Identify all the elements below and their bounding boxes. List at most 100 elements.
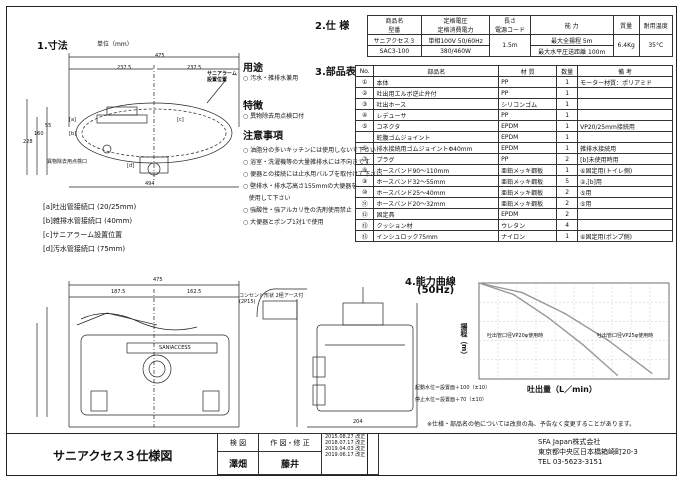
lower-dim-a: 475 (153, 277, 163, 283)
callout-a: [a] (69, 117, 76, 123)
parts-material: シリコンゴム (498, 98, 558, 110)
revision-dates: 2015.08.27 改正 2018.07.17 改正 2019.04.03 改… (321, 433, 379, 475)
unit-label: 単位（mm） (97, 41, 133, 48)
section1-title: 1.寸法 (37, 41, 68, 52)
doc-title: サニアクセス３仕様図 (53, 449, 173, 463)
note-6: ○ 強酸性・強アルカリ性の洗剤使用禁止 (243, 207, 352, 214)
performance-chart (478, 282, 670, 380)
date-2: 2018.07.17 改正 (325, 440, 366, 446)
parts-material: ナイロン (498, 230, 558, 242)
parts-qty: 1 (556, 109, 579, 121)
parts-note: ②,[b]用 (577, 175, 673, 187)
notes-title: 注意事項 (243, 131, 283, 142)
parts-note (577, 109, 673, 121)
parts-qty: 2 (556, 186, 579, 198)
approval-table: 検 図 作 図・修 正 2015.08.27 改正 2018.07.17 改正 … (217, 432, 379, 475)
spec-capacity1: 最大全揚程 5m (529, 34, 614, 46)
spec-mass: 6.4Kg (612, 34, 640, 57)
callout-sanialarm: サニアラーム 設置位置 (207, 71, 237, 83)
parts-qty: 1 (556, 131, 579, 143)
dim-h3: 55 (45, 123, 52, 129)
dim-h2: 160 (34, 131, 44, 137)
spec-cord: 1.5m (489, 34, 531, 57)
spec-h-mass: 質量 (612, 15, 640, 35)
level-start: 起動水位＝設置面＋100（±10） (415, 385, 491, 391)
parts-note: ⑤用 (577, 197, 673, 209)
parts-note: VP20/25mm接続用 (577, 120, 673, 132)
date-4: 2019.06.17 改正 (325, 452, 366, 458)
chart-point (581, 343, 584, 346)
section3-title: 3.部品表 (315, 67, 356, 78)
parts-material: 亜鉛メッキ鋼板 (498, 197, 558, 209)
parts-qty: 1 (556, 98, 579, 110)
chart-curve2-label: 吐出管口径VP25φ使用時 (597, 333, 654, 339)
parts-material: PP (498, 109, 558, 121)
features-title: 特徴 (243, 101, 263, 112)
legend-c: [c]サニアラーム設置位置 (43, 231, 123, 239)
parts-qty: 1 (556, 230, 579, 242)
parts-qty: 2 (556, 153, 579, 165)
chart-point (547, 316, 549, 319)
spec-h-temp: 耐用温度 (638, 15, 674, 35)
section4-title: 4.能力曲線 (405, 277, 456, 288)
spec-h-cord: 長さ 電源コード (489, 15, 531, 35)
chart-curve1-label: 吐出管口径VP20φ使用時 (487, 333, 544, 339)
parts-material: EPDM (498, 120, 558, 132)
parts-qty: 4 (556, 219, 579, 231)
callout-check-port: 異物除去用点検口 (47, 159, 88, 165)
disclaimer: ※仕様・部品名の他については改良の為、予告なく変更することがあります。 (427, 421, 636, 428)
usage-item: ○ 汚水・雑排水兼用 (243, 75, 299, 82)
parts-note: ⑤用 (577, 186, 673, 198)
front-and-side-view-drawing (36, 281, 418, 428)
chart-point (616, 374, 618, 376)
parts-note (577, 98, 673, 110)
chart-point (521, 291, 523, 294)
chart-point (564, 312, 567, 315)
parts-h-note: 備 考 (577, 65, 673, 77)
note-4: ○ 壁排水・排水芯高さ155mmの大便器を (243, 183, 358, 190)
parts-qty: 1 (556, 164, 579, 176)
panel-label: SANIACCESS (159, 345, 191, 351)
spec-capacity2: 最大水平圧送距離 100m (529, 45, 614, 57)
parts-material: ウレタン (498, 219, 558, 231)
parts-h-qty: 数量 (556, 65, 579, 77)
parts-qty: 5 (556, 175, 579, 187)
section4-subtitle: (50Hz) (417, 285, 455, 296)
parts-qty: 1 (556, 87, 579, 99)
parts-qty: 2 (556, 208, 579, 220)
dim-h1: 228 (23, 139, 33, 145)
parts-material: 亜鉛メッキ鋼板 (498, 164, 558, 176)
parts-note (577, 131, 673, 143)
usage-title: 用途 (243, 63, 263, 74)
chart-point (512, 293, 515, 296)
parts-qty: 1 (556, 76, 579, 88)
drawn-header: 作 図・修 正 (258, 432, 322, 453)
parts-note (577, 208, 673, 220)
callout-c: [c] (177, 117, 184, 123)
checked-header: 検 図 (217, 432, 259, 453)
parts-note: モーター材質：ポリアミド (577, 76, 673, 88)
parts-no: ⑪ (354, 197, 375, 209)
company-tel: TEL 03-5623-3151 (538, 458, 603, 466)
note-2: ○ 浴室・洗濯機等の大量雑排水には不向きです (243, 159, 371, 166)
parts-material: EPDM (498, 142, 558, 154)
drawing-sheet: 1.寸法 単位（mm） 475 237.5 237.5 228 160 55 4… (6, 6, 677, 476)
parts-no: ⑬ (354, 230, 375, 242)
parts-h-material: 材 質 (498, 65, 558, 77)
lower-dim-c: 162.5 (187, 289, 202, 295)
section2-title: 2.仕 様 (315, 21, 350, 32)
parts-qty: 1 (556, 120, 579, 132)
lower-dim-d: 204 (353, 419, 363, 425)
parts-note: [b]未使用時用 (577, 153, 673, 165)
parts-material: EPDM (498, 131, 558, 143)
